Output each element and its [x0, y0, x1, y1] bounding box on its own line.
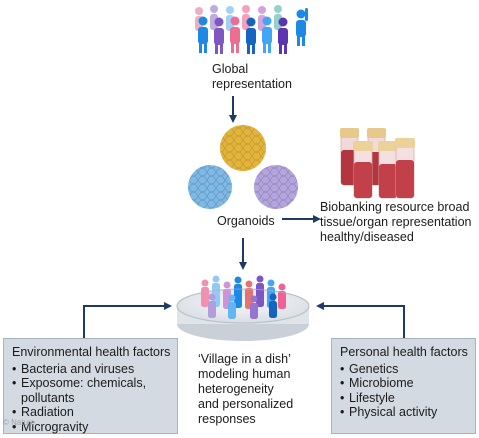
personal-factor-item: Lifestyle — [340, 391, 469, 406]
personal-factor-item: Physical activity — [340, 405, 469, 420]
personal-factor-item: Genetics — [340, 362, 469, 377]
people-crowd-icon — [195, 5, 308, 54]
environmental-factor-item: Microgravity — [12, 420, 171, 435]
environmental-factors-box: Environmental health factors Bacteria an… — [3, 338, 178, 434]
environmental-factor-item: Exposome: chemicals, pollutants — [12, 376, 171, 405]
village-in-a-dish-label: ‘Village in a dish’ modeling human heter… — [198, 352, 294, 426]
blood-sample-tubes-icon — [340, 128, 415, 199]
environmental-factor-item: Radiation — [12, 405, 171, 420]
organoid-spheres-icon — [188, 125, 298, 209]
personal-factor-item: Microbiome — [340, 376, 469, 391]
global-representation-label: Global representation — [212, 62, 292, 91]
image-credit: © Nature — [3, 418, 36, 427]
petri-dish-icon — [176, 275, 310, 341]
personal-factors-box: Personal health factors Genetics Microbi… — [331, 338, 476, 434]
arrow-personal-to-dish — [316, 302, 405, 338]
personal-factors-title: Personal health factors — [340, 345, 468, 359]
environmental-factor-item: Bacteria and viruses — [12, 362, 171, 377]
environmental-factors-title: Environmental health factors — [12, 345, 171, 359]
arrow-environmental-to-dish — [83, 302, 172, 338]
personal-factors-list: Genetics Microbiome Lifestyle Physical a… — [340, 362, 469, 420]
biobank-label: Biobanking resource broad tissue/organ r… — [320, 200, 472, 244]
environmental-factors-list: Bacteria and viruses Exposome: chemicals… — [12, 362, 171, 435]
organoids-label: Organoids — [217, 214, 275, 228]
